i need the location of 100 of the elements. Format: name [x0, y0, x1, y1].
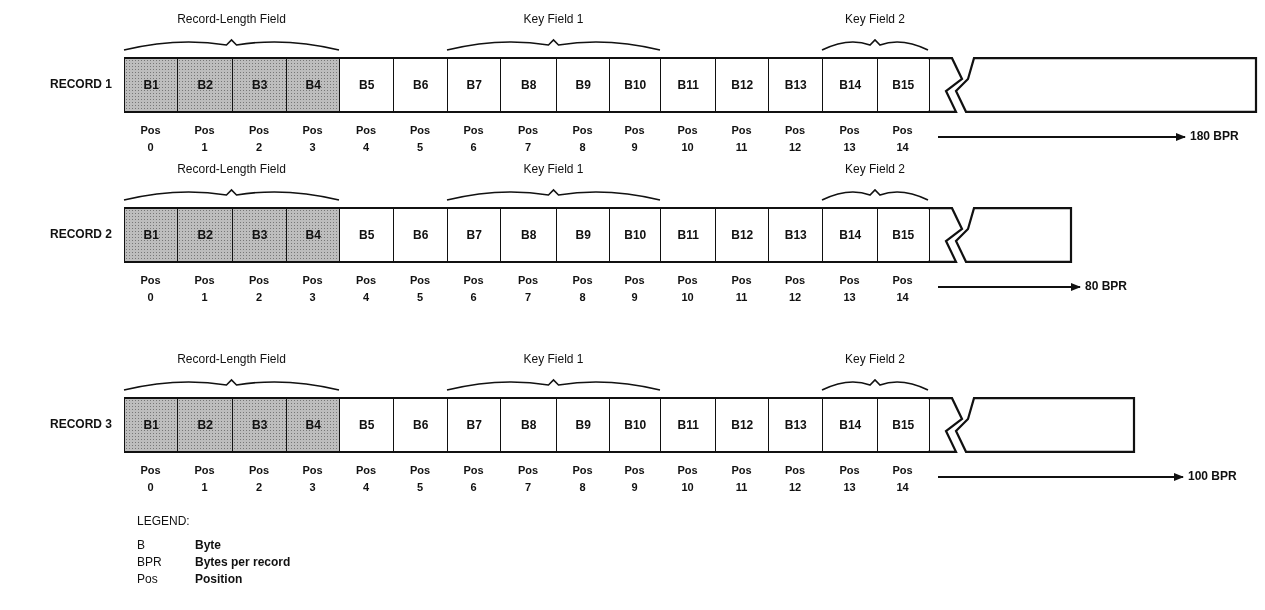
position-label: Pos 13 [838, 123, 861, 155]
position-label: Pos 0 [139, 123, 162, 155]
legend-abbreviation: B [137, 538, 145, 552]
byte-cell: B7 [447, 397, 502, 453]
position-label: Pos 2 [247, 273, 271, 305]
position-label: Pos 7 [516, 463, 540, 495]
position-label: Pos 5 [408, 463, 432, 495]
legend-heading: LEGEND: [137, 514, 190, 528]
position-label: Pos 1 [193, 463, 216, 495]
bytes-per-record-label: 80 BPR [1085, 279, 1128, 293]
position-label: Pos 10 [676, 463, 699, 495]
field-label: Record-Length Field [177, 352, 286, 366]
legend-description: Position [195, 572, 243, 586]
byte-cell: B11 [660, 207, 717, 263]
position-label: Pos 0 [139, 273, 162, 305]
byte-cell: B10 [609, 207, 662, 263]
byte-cell: B13 [768, 207, 824, 263]
legend-description: Bytes per record [195, 555, 291, 569]
position-label: Pos 3 [301, 463, 324, 495]
byte-cell: B14 [822, 207, 879, 263]
legend-abbreviation: BPR [137, 555, 162, 569]
position-label: Pos 10 [676, 273, 699, 305]
byte-cell: B6 [393, 57, 449, 113]
byte-cell: B12 [715, 397, 770, 453]
position-label: Pos 1 [193, 273, 216, 305]
byte-cell: B6 [393, 397, 449, 453]
shaded-byte-cell: B1 [124, 207, 179, 263]
shaded-byte-cell: B3 [232, 57, 288, 113]
position-label: Pos 9 [623, 463, 646, 495]
byte-cell: B10 [609, 57, 662, 113]
byte-cell: B13 [768, 57, 824, 113]
shaded-byte-cell: B4 [286, 207, 341, 263]
position-label: Pos 12 [783, 273, 807, 305]
position-label: Pos 9 [623, 273, 646, 305]
position-label: Pos 4 [354, 273, 378, 305]
bytes-per-record-label: 100 BPR [1188, 469, 1237, 483]
record-label: RECORD 3 [50, 417, 112, 431]
legend-abbreviation: Pos [137, 572, 158, 586]
position-label: Pos 0 [139, 463, 162, 495]
position-label: Pos 4 [354, 463, 378, 495]
shaded-byte-cell: B1 [124, 57, 179, 113]
byte-cell: B15 [877, 397, 930, 453]
byte-cell: B12 [715, 207, 770, 263]
byte-cell: B15 [877, 207, 930, 263]
position-label: Pos 11 [730, 273, 753, 305]
position-label: Pos 8 [571, 463, 594, 495]
bytes-per-record-label: 180 BPR [1190, 129, 1239, 143]
byte-cell: B12 [715, 57, 770, 113]
shaded-byte-cell: B3 [232, 397, 288, 453]
position-label: Pos 10 [676, 123, 699, 155]
position-label: Pos 12 [783, 123, 807, 155]
byte-cell: B7 [447, 207, 502, 263]
position-label: Pos 6 [462, 273, 485, 305]
position-label: Pos 14 [891, 463, 914, 495]
position-label: Pos 14 [891, 123, 914, 155]
position-label: Pos 14 [891, 273, 914, 305]
shaded-byte-cell: B2 [177, 397, 234, 453]
position-label: Pos 11 [730, 123, 753, 155]
position-label: Pos 5 [408, 273, 432, 305]
byte-cell: B15 [877, 57, 930, 113]
byte-cell: B14 [822, 397, 879, 453]
field-label: Key Field 1 [523, 162, 584, 176]
field-label: Record-Length Field [177, 162, 286, 176]
field-label: Key Field 2 [845, 352, 905, 366]
position-label: Pos 6 [462, 463, 485, 495]
byte-cell: B9 [556, 207, 611, 263]
byte-cell: B9 [556, 397, 611, 453]
field-label: Record-Length Field [177, 12, 286, 26]
shaded-byte-cell: B2 [177, 207, 234, 263]
position-label: Pos 2 [247, 123, 271, 155]
position-label: Pos 8 [571, 123, 594, 155]
field-label: Key Field 1 [523, 12, 584, 26]
byte-cell: B5 [339, 207, 395, 263]
position-label: Pos 3 [301, 123, 324, 155]
position-label: Pos 7 [516, 273, 540, 305]
record-label: RECORD 2 [50, 227, 112, 241]
byte-cell: B14 [822, 57, 879, 113]
shaded-byte-cell: B4 [286, 397, 341, 453]
field-label: Key Field 2 [845, 162, 905, 176]
position-label: Pos 5 [408, 123, 432, 155]
position-label: Pos 6 [462, 123, 485, 155]
position-label: Pos 11 [730, 463, 753, 495]
byte-cell: B8 [500, 397, 558, 453]
byte-cell: B8 [500, 57, 558, 113]
field-label: Key Field 2 [845, 12, 905, 26]
byte-cell: B6 [393, 207, 449, 263]
byte-cell: B5 [339, 57, 395, 113]
position-label: Pos 13 [838, 463, 861, 495]
position-label: Pos 3 [301, 273, 324, 305]
byte-cell: B13 [768, 397, 824, 453]
record-label: RECORD 1 [50, 77, 112, 91]
byte-cell: B7 [447, 57, 502, 113]
shaded-byte-cell: B1 [124, 397, 179, 453]
position-label: Pos 9 [623, 123, 646, 155]
byte-cell: B11 [660, 57, 717, 113]
position-label: Pos 1 [193, 123, 216, 155]
shaded-byte-cell: B4 [286, 57, 341, 113]
position-label: Pos 7 [516, 123, 540, 155]
legend-description: Byte [195, 538, 221, 552]
byte-cell: B5 [339, 397, 395, 453]
